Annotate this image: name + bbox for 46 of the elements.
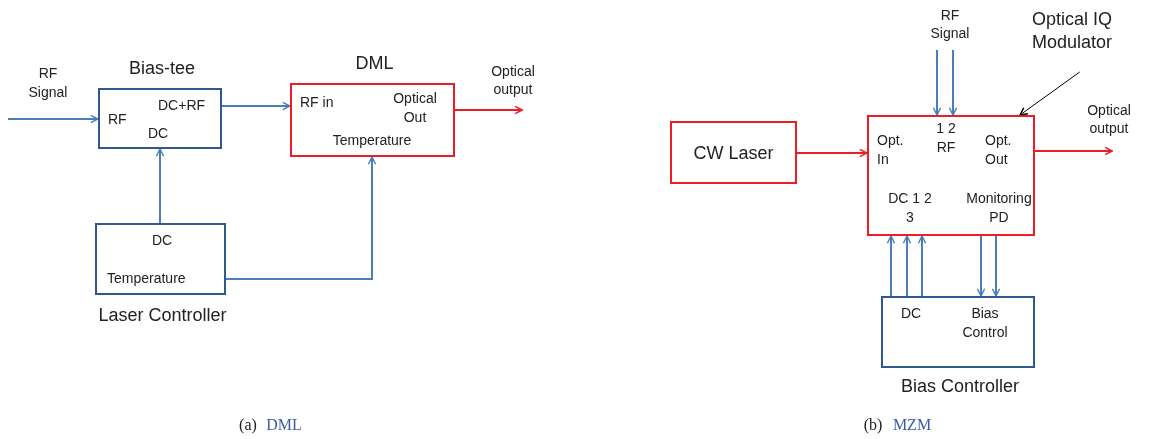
box-title: Bias Controller bbox=[899, 375, 1020, 398]
port-label: 1 2 RF bbox=[935, 119, 957, 157]
box-title: Bias-tee bbox=[127, 57, 196, 80]
arrow bbox=[976, 235, 986, 297]
arrow bbox=[886, 235, 896, 297]
signal-label: Optical output bbox=[1076, 101, 1142, 145]
caption-text: DML bbox=[265, 415, 303, 435]
arrow bbox=[221, 101, 291, 111]
block-box bbox=[867, 115, 1035, 236]
arrow bbox=[7, 114, 99, 124]
port-label: DC bbox=[148, 124, 170, 143]
arrow bbox=[225, 156, 377, 280]
port-label: RF bbox=[108, 110, 128, 129]
port-label: Optical Out bbox=[392, 89, 438, 127]
port-label: DC bbox=[150, 231, 174, 250]
arrow bbox=[155, 148, 165, 224]
caption-text: MZM bbox=[891, 415, 933, 435]
caption-text: (b) bbox=[862, 415, 884, 436]
port-label: Opt. Out bbox=[985, 131, 1013, 169]
arrow bbox=[1034, 146, 1114, 156]
arrow bbox=[902, 235, 912, 297]
port-label: Temperature bbox=[107, 269, 187, 288]
box-title: DML bbox=[354, 52, 395, 75]
arrow bbox=[796, 148, 868, 158]
port-label: Bias Control bbox=[961, 304, 1009, 342]
arrow bbox=[948, 49, 958, 116]
signal-label: Optical output bbox=[480, 62, 546, 106]
arrow bbox=[991, 235, 1001, 297]
port-label: DC 1 2 3 bbox=[887, 189, 933, 227]
port-label: DC bbox=[899, 304, 923, 323]
signal-label: RF Signal bbox=[27, 64, 69, 102]
box-title: Laser Controller bbox=[97, 304, 228, 327]
box-title: CW Laser bbox=[692, 142, 775, 165]
port-label: Monitoring PD bbox=[965, 189, 1033, 227]
arrow bbox=[932, 49, 942, 116]
caption-text: (a) bbox=[238, 415, 258, 436]
port-label: DC+RF bbox=[158, 96, 207, 115]
leader-line bbox=[1019, 71, 1081, 116]
port-label: RF in bbox=[300, 93, 335, 112]
arrow bbox=[917, 235, 927, 297]
callout-text: Optical IQ Modulator bbox=[1008, 8, 1136, 66]
arrow bbox=[454, 105, 524, 115]
port-label: Opt. In bbox=[877, 131, 905, 169]
signal-label: RF Signal bbox=[922, 6, 978, 50]
block-box bbox=[670, 121, 797, 184]
port-label: Temperature bbox=[331, 131, 413, 150]
